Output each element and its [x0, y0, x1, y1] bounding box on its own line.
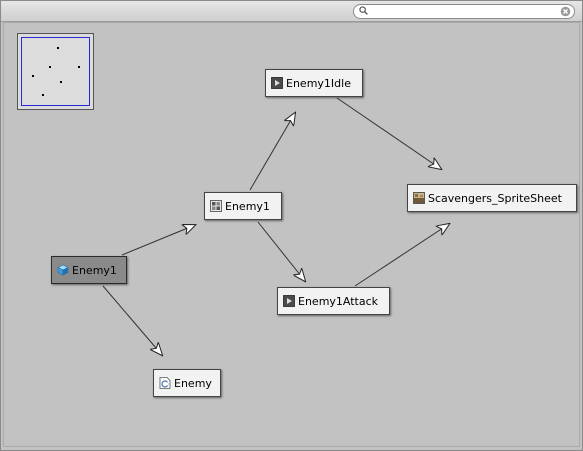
- toolbar: [1, 1, 582, 22]
- minimap-node-dot: [49, 66, 51, 68]
- csharp-script-icon: [159, 377, 171, 389]
- node-label: Enemy1: [72, 263, 117, 277]
- texture-icon: [413, 192, 425, 204]
- minimap-node-dot: [78, 66, 80, 68]
- edge-controller-to-idle: [249, 113, 295, 191]
- search-icon: [359, 6, 368, 15]
- node-enemy1-attack[interactable]: Enemy1Attack: [277, 287, 390, 315]
- edge-idle-to-spritesheet: [336, 97, 441, 169]
- node-enemy1-idle[interactable]: Enemy1Idle: [265, 69, 363, 97]
- minimap-node-dot: [57, 47, 59, 49]
- node-enemy-script[interactable]: Enemy: [153, 369, 221, 397]
- node-label: Enemy1Attack: [298, 294, 379, 308]
- edge-controller-to-attack: [257, 221, 305, 281]
- node-label: Scavengers_SpriteSheet: [428, 191, 562, 205]
- search-field[interactable]: [353, 4, 575, 19]
- node-label: Enemy1: [225, 199, 270, 213]
- edge-attack-to-spritesheet: [354, 224, 449, 287]
- animator-controller-icon: [210, 200, 222, 212]
- animation-clip-icon: [271, 77, 283, 89]
- node-label: Enemy: [174, 376, 212, 390]
- clear-search-icon[interactable]: [560, 6, 571, 17]
- minimap[interactable]: [17, 33, 94, 110]
- minimap-node-dot: [60, 81, 62, 83]
- node-enemy1-controller[interactable]: Enemy1: [204, 192, 282, 220]
- node-enemy1-gameobject[interactable]: Enemy1: [51, 256, 127, 284]
- minimap-node-dot: [42, 94, 44, 96]
- minimap-viewport[interactable]: [21, 37, 90, 106]
- node-label: Enemy1Idle: [286, 76, 351, 90]
- cube-icon: [57, 264, 69, 276]
- edge-enemy1-to-script: [102, 285, 162, 355]
- edge-enemy1-to-controller: [121, 225, 195, 256]
- animation-clip-icon: [283, 295, 295, 307]
- search-input[interactable]: [372, 5, 552, 18]
- minimap-node-dot: [32, 75, 34, 77]
- node-spritesheet[interactable]: Scavengers_SpriteSheet: [407, 184, 577, 212]
